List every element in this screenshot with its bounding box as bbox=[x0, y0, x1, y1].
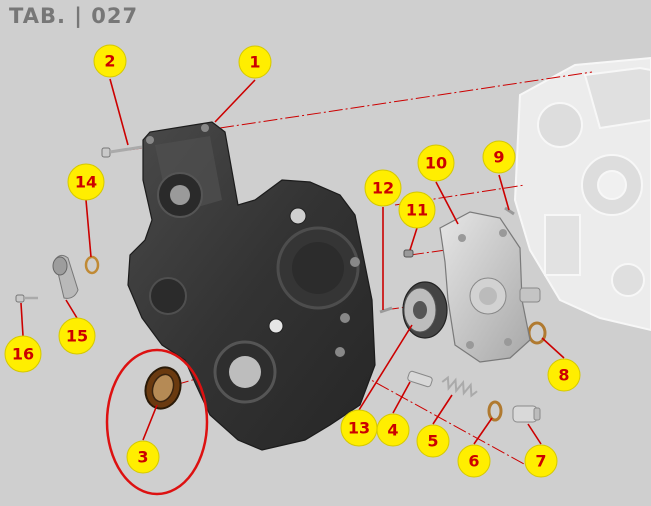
leader-lines bbox=[20, 78, 565, 445]
svg-text:1: 1 bbox=[249, 53, 260, 72]
svg-text:15: 15 bbox=[66, 327, 88, 346]
callout-1: 1 bbox=[238, 45, 272, 79]
callout-3: 3 bbox=[126, 440, 160, 474]
svg-text:16: 16 bbox=[12, 345, 34, 364]
svg-text:7: 7 bbox=[535, 452, 546, 471]
ring-part-14 bbox=[84, 255, 100, 275]
screw-part-16 bbox=[15, 294, 38, 303]
svg-text:2: 2 bbox=[104, 52, 115, 71]
pump-rotor-part-13 bbox=[402, 281, 448, 339]
callout-10: 10 bbox=[417, 144, 455, 182]
spring-part-5 bbox=[441, 375, 478, 398]
svg-text:13: 13 bbox=[348, 419, 370, 438]
callout-13: 13 bbox=[340, 409, 378, 447]
ring-part-6 bbox=[487, 400, 503, 422]
callout-8: 8 bbox=[547, 358, 581, 392]
pump-body-part-10 bbox=[439, 211, 541, 363]
screw-part-11 bbox=[403, 249, 414, 258]
seal-part-3 bbox=[144, 366, 182, 410]
svg-text:3: 3 bbox=[137, 448, 148, 467]
callout-15: 15 bbox=[58, 317, 96, 355]
svg-text:9: 9 bbox=[493, 148, 504, 167]
callout-14: 14 bbox=[67, 163, 105, 201]
callout-9: 9 bbox=[482, 140, 516, 174]
callout-4: 4 bbox=[376, 413, 410, 447]
engine-block-ghost bbox=[513, 56, 651, 332]
screw-part-12 bbox=[379, 306, 393, 314]
callout-5: 5 bbox=[416, 424, 450, 458]
callout-16: 16 bbox=[4, 335, 42, 373]
svg-text:14: 14 bbox=[75, 173, 97, 192]
cap-part-15 bbox=[52, 254, 79, 299]
svg-text:4: 4 bbox=[387, 421, 398, 440]
svg-text:11: 11 bbox=[406, 201, 428, 220]
svg-text:5: 5 bbox=[427, 432, 438, 451]
svg-text:12: 12 bbox=[372, 179, 394, 198]
callout-11: 11 bbox=[398, 191, 436, 229]
plug-part-7 bbox=[512, 405, 541, 423]
svg-text:10: 10 bbox=[425, 154, 447, 173]
callout-12: 12 bbox=[364, 169, 402, 207]
svg-text:6: 6 bbox=[468, 452, 479, 471]
screw-part-9 bbox=[504, 206, 515, 216]
ring-part-8 bbox=[527, 321, 547, 345]
page-title: TAB. | 027 bbox=[9, 4, 139, 28]
pin-part-4 bbox=[407, 370, 433, 388]
bolt-part-2 bbox=[101, 145, 143, 158]
callout-7: 7 bbox=[524, 444, 558, 478]
callout-6: 6 bbox=[457, 444, 491, 478]
highlight-ring bbox=[105, 348, 209, 496]
svg-text:8: 8 bbox=[558, 366, 569, 385]
callout-2: 2 bbox=[93, 44, 127, 78]
